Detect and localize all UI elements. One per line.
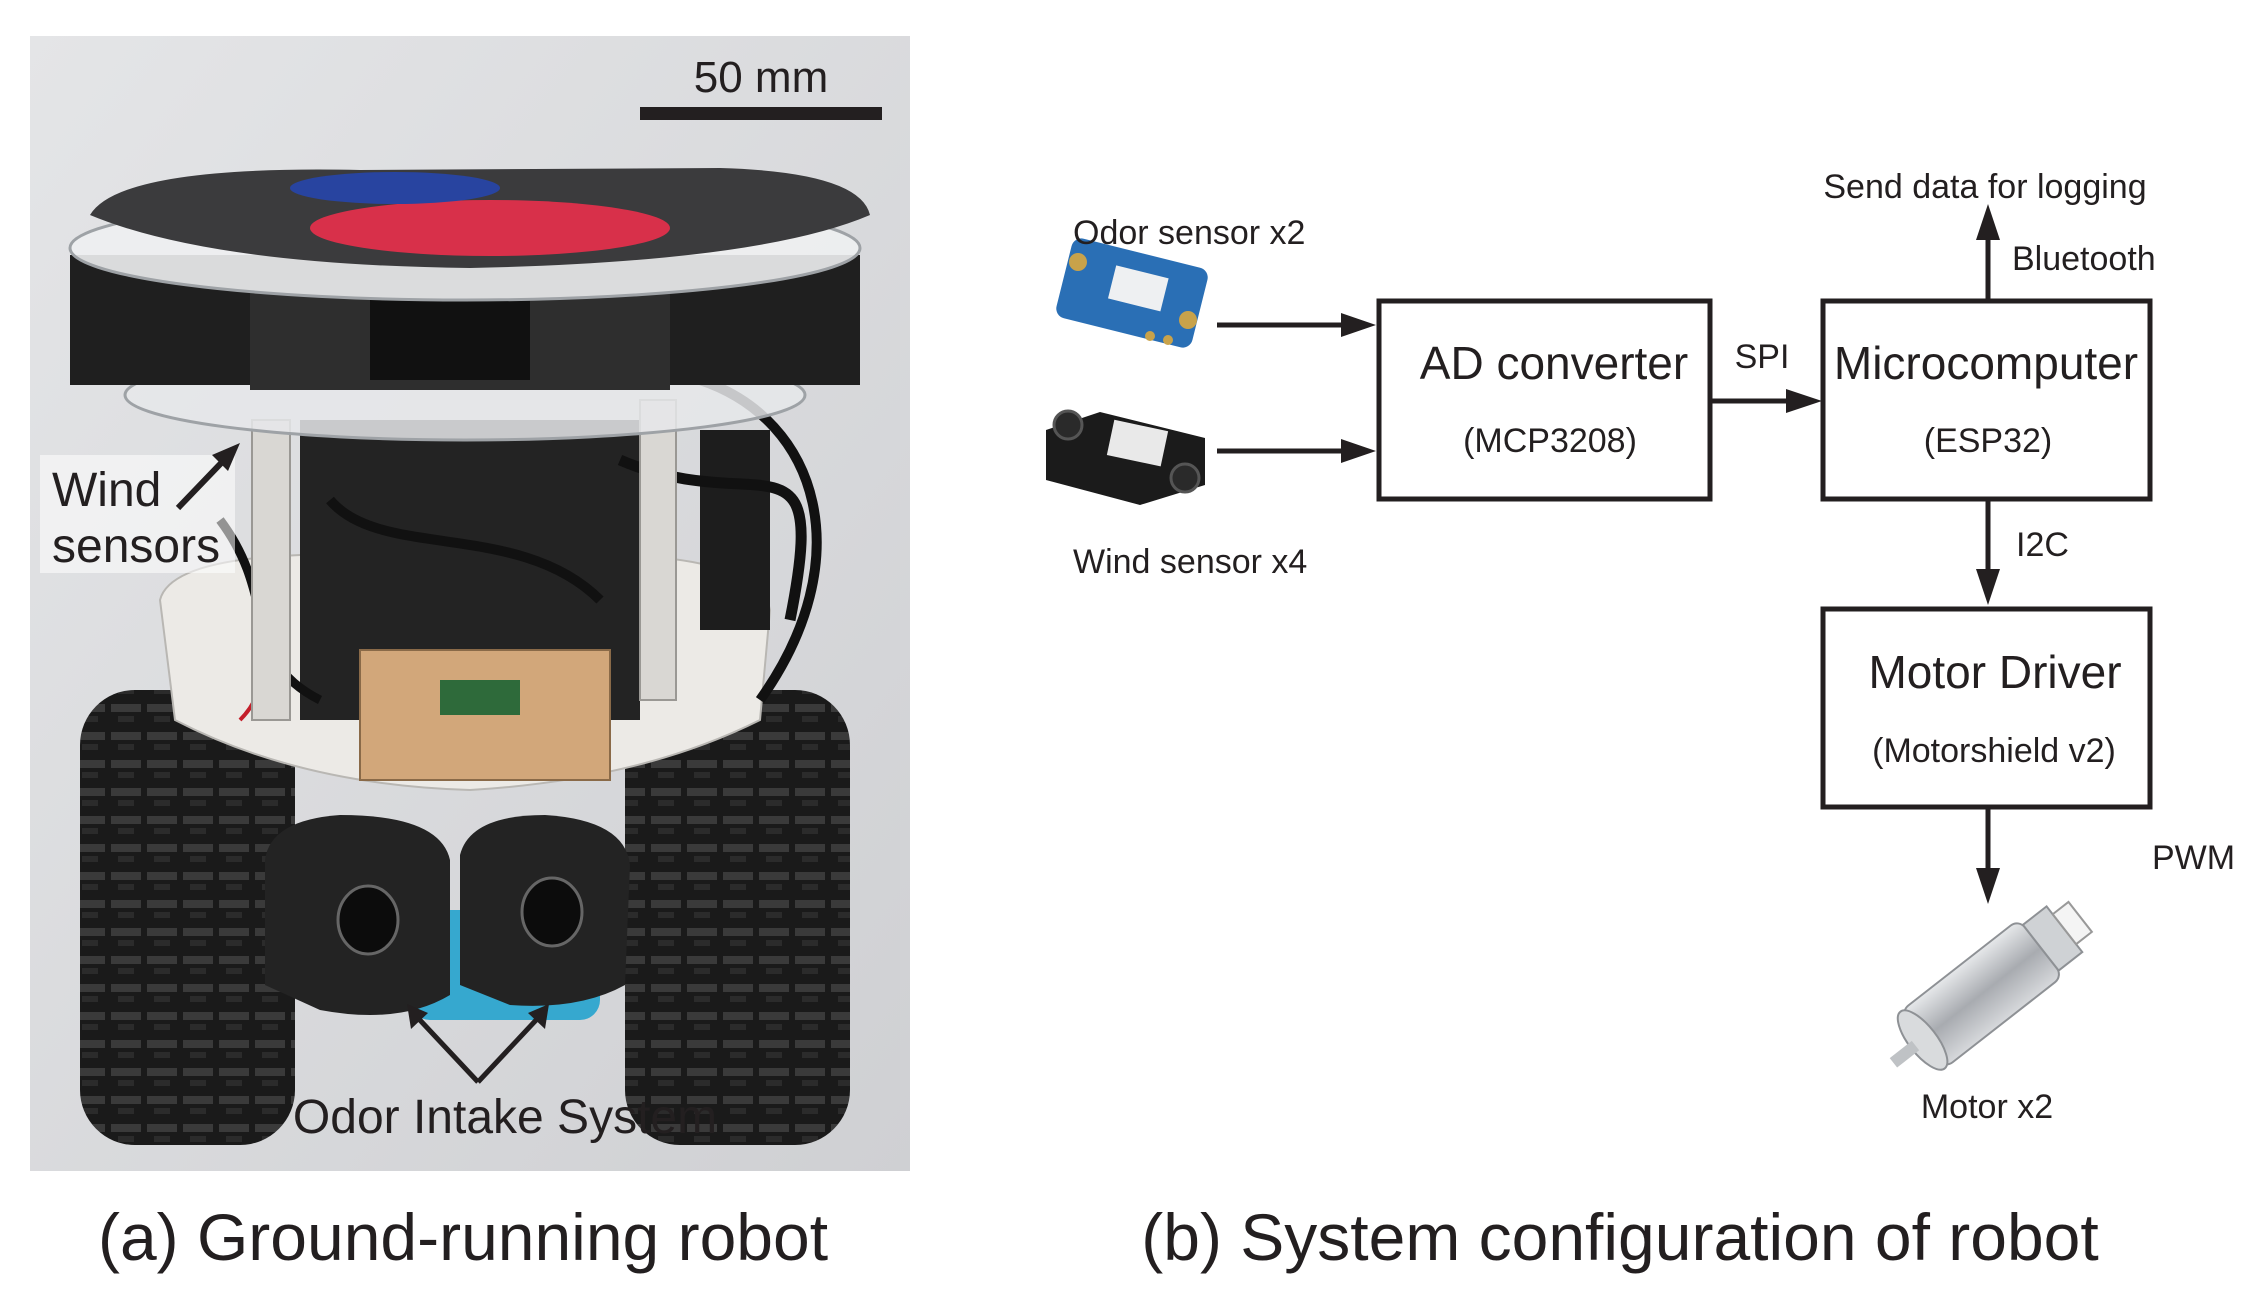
converter-module (440, 680, 520, 715)
wind-sensor-image (1046, 409, 1205, 505)
wind-sensor-post-right (639, 399, 677, 701)
panel-a-caption: (a) Ground-running robot (98, 1200, 828, 1274)
intake-arrow-right (476, 1016, 540, 1084)
intake-arrow-left (416, 1016, 480, 1084)
odor-intake-label: Odor Intake System (293, 1091, 717, 1144)
microcomputer-box (1820, 298, 2153, 502)
motor-label: Motor x2 (1921, 1088, 2053, 1126)
intake-hole-right (520, 876, 584, 948)
pwm-label: PWM (2152, 839, 2235, 877)
wind-sensor-arrow (175, 455, 229, 511)
send-data-label: Send data for logging (1823, 168, 2146, 206)
motor-driver-subtitle: (Motorshield v2) (1872, 732, 2116, 770)
motor-driver-title: Motor Driver (1868, 646, 2121, 698)
wind-sensor-label: Wind sensor x4 (1073, 543, 1307, 581)
panel-b-caption: (b) System configuration of robot (1141, 1200, 2098, 1274)
wind-sensors-label-line1: Wind (52, 464, 161, 517)
motor-driver-box (1820, 606, 2153, 810)
blue-pad (290, 172, 500, 204)
right-track (625, 690, 850, 1145)
odor-sensor-image (1056, 238, 1208, 348)
robot-photo (30, 36, 910, 1171)
red-pad (310, 200, 670, 256)
scale-bar-label: 50 mm (694, 53, 828, 102)
intake-hole-left (336, 884, 400, 956)
microcomputer-title: Microcomputer (1834, 337, 2138, 389)
microcomputer-subtitle: (ESP32) (1924, 422, 2053, 460)
wind-sensors-label-line2: sensors (52, 520, 220, 573)
bluetooth-label: Bluetooth (2012, 240, 2156, 278)
ad-converter-box (1376, 298, 1713, 502)
wind-sensor-post-left (251, 419, 291, 721)
ad-converter-subtitle: (MCP3208) (1463, 422, 1637, 460)
ad-converter-title: AD converter (1420, 337, 1688, 389)
scale-bar (640, 107, 882, 120)
left-track (80, 690, 295, 1145)
motor-image (1889, 900, 2094, 1071)
spi-label: SPI (1735, 338, 1790, 376)
odor-sensor-label: Odor sensor x2 (1073, 214, 1305, 252)
i2c-label: I2C (2016, 526, 2069, 564)
